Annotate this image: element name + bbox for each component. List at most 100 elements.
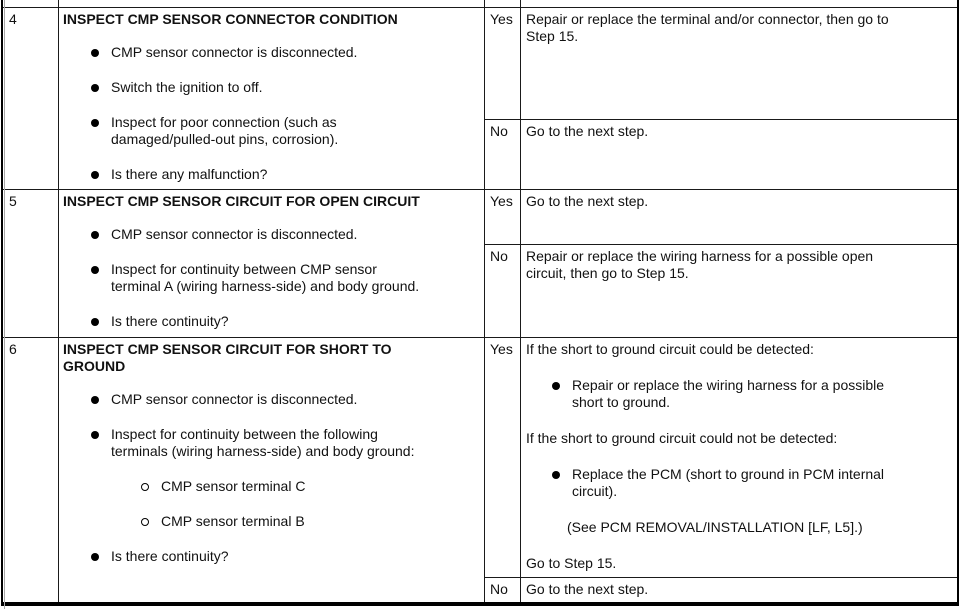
action-cell bbox=[521, 0, 957, 7]
action-cell: Go to the next step. bbox=[521, 578, 957, 602]
bullet-item: Inspect for continuity between the follo… bbox=[63, 426, 478, 460]
inspection-title: INSPECT CMP SENSOR CIRCUIT FOR SHORT TO … bbox=[63, 341, 392, 374]
yes-no-cell: No bbox=[485, 120, 521, 189]
action-paragraph: Go to Step 15. bbox=[526, 555, 617, 571]
yes-label: Yes bbox=[490, 193, 513, 209]
action-cell: If the short to ground circuit could be … bbox=[521, 338, 957, 577]
bullet-text: Inspect for continuity between CMP senso… bbox=[111, 261, 420, 294]
action-bullet-item: Replace the PCM (short to ground in PCM … bbox=[526, 466, 949, 500]
yes-no-cell: No bbox=[485, 245, 521, 337]
action-cell: Repair or replace the terminal and/or co… bbox=[521, 8, 957, 119]
yes-label: Yes bbox=[490, 11, 513, 27]
yes-no-cell: Yes bbox=[485, 190, 521, 244]
bullet-icon bbox=[91, 318, 99, 326]
no-label: No bbox=[490, 123, 508, 139]
inspection-cell: INSPECT CMP SENSOR CIRCUIT FOR SHORT TO … bbox=[59, 338, 485, 602]
bullet-text: CMP sensor terminal C bbox=[161, 478, 306, 494]
bullet-icon bbox=[552, 471, 560, 479]
page-edge-scan-line bbox=[4, 0, 5, 609]
step-number-cell: 4 bbox=[3, 8, 59, 189]
sub-bullet-item: CMP sensor terminal B bbox=[63, 513, 478, 530]
bullet-item: CMP sensor connector is disconnected. bbox=[63, 44, 478, 61]
bullet-icon bbox=[91, 553, 99, 561]
step-number-cell: 6 bbox=[3, 338, 59, 602]
result-sub-row-yes: Yes If the short to ground circuit could… bbox=[485, 338, 957, 578]
yes-no-cell: Yes bbox=[485, 8, 521, 119]
result-sub-row-yes: Yes Repair or replace the terminal and/o… bbox=[485, 8, 957, 120]
bullet-item: Is there continuity? bbox=[63, 548, 478, 565]
action-text: Go to the next step. bbox=[526, 193, 649, 209]
action-reference: (See PCM REMOVAL/INSTALLATION [LF, L5].) bbox=[567, 519, 863, 535]
bullet-text: Repair or replace the wiring harness for… bbox=[572, 377, 885, 410]
bullet-icon bbox=[91, 119, 99, 127]
bullet-icon bbox=[91, 266, 99, 274]
step-number: 5 bbox=[9, 193, 17, 209]
no-label: No bbox=[490, 581, 508, 597]
result-column: Yes Go to the next step. No Repair or re… bbox=[485, 190, 957, 337]
bullet-item: CMP sensor connector is disconnected. bbox=[63, 226, 478, 243]
bullet-icon bbox=[91, 396, 99, 404]
result-sub-row-no: No Repair or replace the wiring harness … bbox=[485, 245, 957, 337]
result-sub-row-no: No Go to the next step. bbox=[485, 578, 957, 602]
bullet-item: CMP sensor connector is disconnected. bbox=[63, 391, 478, 408]
result-column: Yes If the short to ground circuit could… bbox=[485, 338, 957, 602]
bullet-item: Is there continuity? bbox=[63, 313, 478, 330]
action-cell: Go to the next step. bbox=[521, 190, 957, 244]
bullet-text: Inspect for poor connection (such as dam… bbox=[111, 114, 339, 147]
bullet-icon bbox=[552, 382, 560, 390]
yes-no-cell: Yes bbox=[485, 338, 521, 577]
bullet-text: Is there continuity? bbox=[111, 548, 229, 564]
bullet-icon bbox=[91, 231, 99, 239]
action-text: Repair or replace the wiring harness for… bbox=[526, 248, 874, 281]
yes-label: Yes bbox=[490, 341, 513, 357]
yes-no-cell bbox=[485, 0, 521, 7]
bullet-item: Switch the ignition to off. bbox=[63, 79, 478, 96]
hollow-bullet-icon bbox=[141, 518, 149, 526]
action-text: Go to the next step. bbox=[526, 123, 649, 139]
bullet-item: Inspect for continuity between CMP senso… bbox=[63, 261, 478, 295]
table-row-step-6: 6 INSPECT CMP SENSOR CIRCUIT FOR SHORT T… bbox=[3, 338, 957, 602]
result-column: Yes Repair or replace the terminal and/o… bbox=[485, 8, 957, 189]
no-label: No bbox=[490, 248, 508, 264]
bullet-icon bbox=[91, 431, 99, 439]
action-text: Go to the next step. bbox=[526, 581, 649, 597]
action-text: Repair or replace the terminal and/or co… bbox=[526, 11, 889, 44]
result-sub-row-yes: Yes Go to the next step. bbox=[485, 190, 957, 245]
action-paragraph: If the short to ground circuit could not… bbox=[526, 430, 838, 446]
bullet-text: Replace the PCM (short to ground in PCM … bbox=[572, 466, 885, 499]
inspection-title: INSPECT CMP SENSOR CONNECTOR CONDITION bbox=[63, 11, 398, 27]
bullet-text: CMP sensor connector is disconnected. bbox=[111, 226, 358, 242]
bullet-item: Inspect for poor connection (such as dam… bbox=[63, 114, 478, 148]
bullet-text: CMP sensor connector is disconnected. bbox=[111, 391, 358, 407]
table-partial-top-row bbox=[3, 0, 957, 8]
bullet-text: Inspect for continuity between the follo… bbox=[111, 426, 415, 459]
bullet-item: Is there any malfunction? bbox=[63, 166, 478, 183]
table-row-step-5: 5 INSPECT CMP SENSOR CIRCUIT FOR OPEN CI… bbox=[3, 190, 957, 338]
step-number-cell bbox=[3, 0, 59, 7]
inspection-cell: INSPECT CMP SENSOR CIRCUIT FOR OPEN CIRC… bbox=[59, 190, 485, 337]
action-cell: Go to the next step. bbox=[521, 120, 957, 189]
inspection-cell bbox=[59, 0, 485, 7]
result-sub-row bbox=[485, 0, 957, 7]
bullet-icon bbox=[91, 49, 99, 57]
action-paragraph: If the short to ground circuit could be … bbox=[526, 341, 814, 357]
step-number-cell: 5 bbox=[3, 190, 59, 337]
bullet-text: CMP sensor terminal B bbox=[161, 513, 305, 529]
result-column bbox=[485, 0, 957, 7]
table-row-step-4: 4 INSPECT CMP SENSOR CONNECTOR CONDITION… bbox=[3, 8, 957, 190]
action-cell: Repair or replace the wiring harness for… bbox=[521, 245, 957, 337]
step-number: 4 bbox=[9, 11, 17, 27]
inspection-cell: INSPECT CMP SENSOR CONNECTOR CONDITION C… bbox=[59, 8, 485, 189]
yes-no-cell: No bbox=[485, 578, 521, 602]
inspection-title: INSPECT CMP SENSOR CIRCUIT FOR OPEN CIRC… bbox=[63, 193, 420, 209]
bullet-icon bbox=[91, 84, 99, 92]
step-number: 6 bbox=[9, 341, 17, 357]
hollow-bullet-icon bbox=[141, 483, 149, 491]
bullet-text: Is there any malfunction? bbox=[111, 166, 268, 182]
result-sub-row-no: No Go to the next step. bbox=[485, 120, 957, 189]
bullet-text: Is there continuity? bbox=[111, 313, 229, 329]
bullet-text: CMP sensor connector is disconnected. bbox=[111, 44, 358, 60]
sub-bullet-item: CMP sensor terminal C bbox=[63, 478, 478, 495]
